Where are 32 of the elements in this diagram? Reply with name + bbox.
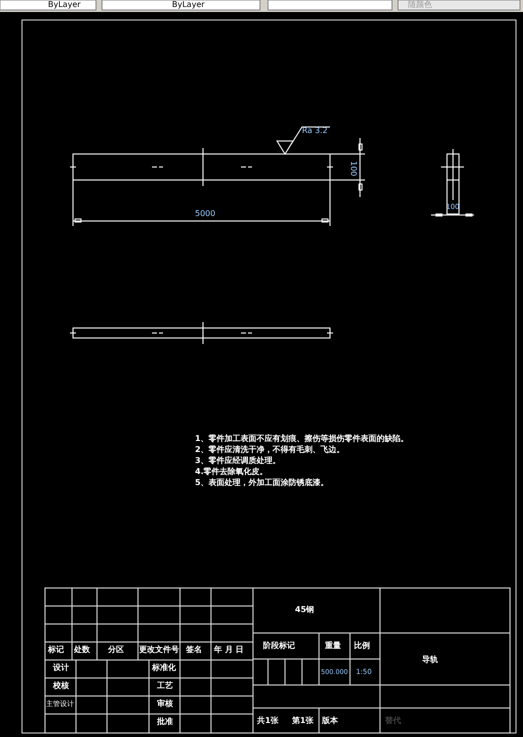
material-text: 45钢 (295, 605, 314, 615)
sheet-count-text: 共1张 (257, 716, 279, 726)
table-label: 版本 (322, 716, 338, 726)
table-label: 校核 (53, 681, 69, 691)
table-label: 审核 (157, 699, 173, 709)
note-text: 5、表面处理，外加工面涂防锈底漆。 (195, 478, 329, 488)
table-header: 更改文件号 (139, 645, 179, 655)
dropdown-value: ByLayer (48, 0, 81, 10)
table-label: 批准 (157, 717, 173, 727)
dropdown-value: ByLayer (172, 0, 205, 10)
table-header: 处数 (74, 645, 90, 655)
dimension-text: 5000 (195, 209, 216, 219)
table-header: 年 月 日 (214, 645, 244, 655)
roughness-value: Ra 3.2 (302, 126, 328, 136)
table-header: 重量 (325, 641, 341, 651)
note-text: 3、零件应经调质处理。 (195, 456, 281, 466)
table-label: 标准化 (152, 663, 176, 673)
table-header: 签名 (186, 645, 202, 655)
note-text: 2、零件应清洗干净，不得有毛刺、飞边。 (195, 445, 345, 455)
table-header: 分区 (108, 645, 124, 655)
table-label: 替代 (385, 716, 401, 726)
note-text: 4.零件去除氧化皮。 (195, 467, 268, 477)
dimension-text: 100 (348, 161, 358, 176)
dropdown-value: 随颜色 (408, 0, 432, 10)
table-header: 阶段标记 (263, 641, 295, 651)
table-label: 工艺 (157, 681, 173, 691)
table-header: 比例 (354, 641, 370, 651)
table-header: 标记 (48, 645, 64, 655)
table-label: 设计 (53, 663, 69, 673)
sheet-number-text: 第1张 (292, 716, 314, 726)
part-name-text: 导轨 (422, 655, 438, 665)
note-text: 1、零件加工表面不应有划痕、擦伤等损伤零件表面的缺陷。 (195, 434, 409, 444)
